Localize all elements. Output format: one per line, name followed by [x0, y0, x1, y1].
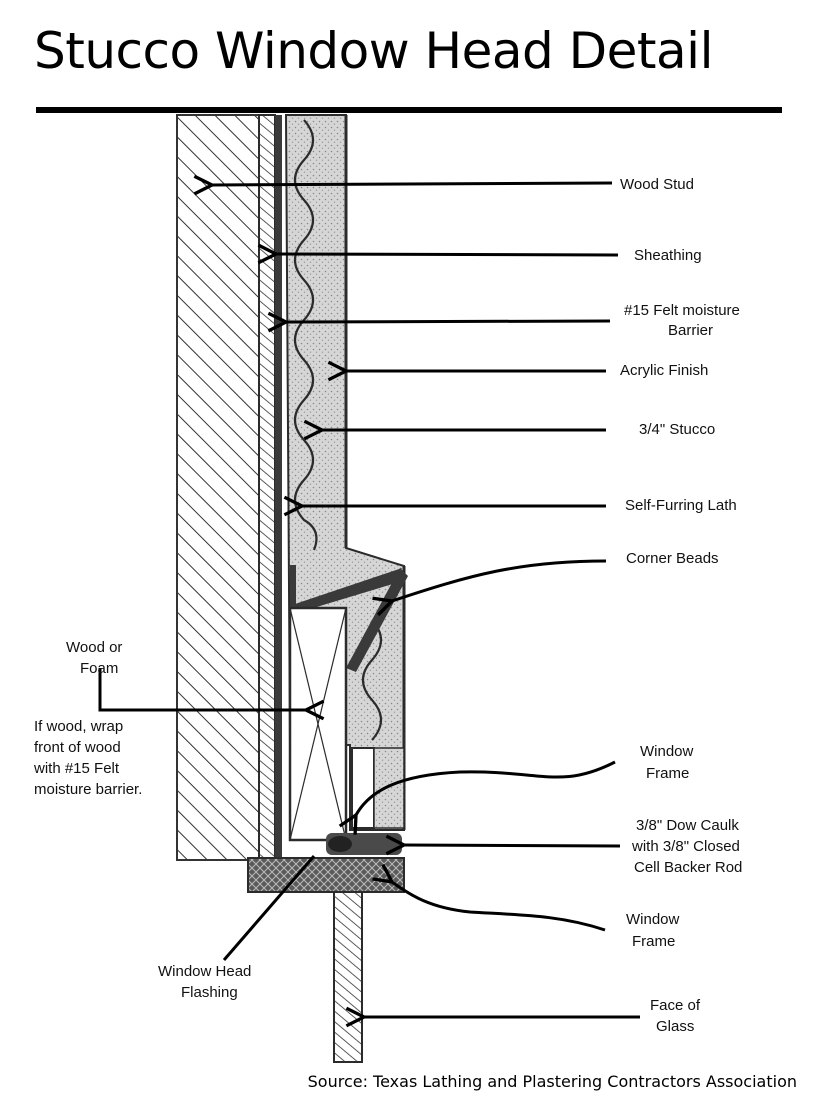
- leader-window-frame-b: [392, 882, 606, 932]
- label-stucco: 3/4" Stucco: [639, 421, 715, 438]
- leader-wood-foam: [98, 668, 306, 710]
- label-flashing-line1: Window Head: [158, 963, 251, 980]
- label-note-line3: with #15 Felt: [33, 760, 120, 777]
- label-caulk-line2: with 3/8" Closed: [631, 838, 740, 855]
- label-acrylic: Acrylic Finish: [620, 362, 708, 379]
- label-glass-line2: Glass: [656, 1018, 694, 1035]
- wood-foam-block: [288, 606, 348, 842]
- label-window-frame-b-line1: Window: [626, 911, 680, 928]
- label-glass-line1: Face of: [650, 997, 701, 1014]
- sheathing: [258, 114, 282, 861]
- label-felt-line2: Barrier: [668, 322, 713, 339]
- glass: [333, 891, 363, 1063]
- page-title: Stucco Window Head Detail: [34, 22, 713, 80]
- leader-wood-stud: [212, 183, 613, 185]
- self-furring-lath-wave: [293, 119, 318, 551]
- leader-flashing: [222, 855, 316, 961]
- title-divider: [36, 107, 782, 113]
- label-lath: Self-Furring Lath: [625, 497, 737, 514]
- label-flashing-line2: Flashing: [181, 984, 238, 1001]
- wood-stud: [176, 114, 260, 861]
- label-note-line4: moisture barrier.: [34, 781, 142, 798]
- corner-beads: [290, 565, 408, 672]
- leader-window-frame-a: [356, 760, 616, 815]
- leader-caulk: [404, 845, 621, 846]
- label-caulk-line1: 3/8" Dow Caulk: [636, 817, 739, 834]
- label-window-frame-a-line2: Frame: [646, 765, 689, 782]
- label-corner-beads: Corner Beads: [626, 550, 719, 567]
- window-head-flashing: [247, 857, 405, 893]
- label-sheathing: Sheathing: [634, 247, 702, 264]
- label-caulk-line3: Cell Backer Rod: [634, 859, 742, 876]
- source-credit: Source: Texas Lathing and Plastering Con…: [307, 1072, 797, 1091]
- label-note-line1: If wood, wrap: [34, 718, 123, 735]
- window-frame-upper: [351, 747, 405, 829]
- label-window-frame-b-line2: Frame: [632, 933, 675, 950]
- label-note-line2: front of wood: [34, 739, 121, 756]
- label-felt-line1: #15 Felt moisture: [624, 302, 740, 319]
- label-wood-foam-line2: Foam: [80, 660, 118, 677]
- leader-sheathing: [276, 254, 619, 255]
- leader-lines: [98, 183, 640, 1017]
- caulk-backer-rod: [326, 833, 402, 855]
- label-wood-foam-line1: Wood or: [66, 639, 122, 656]
- label-window-frame-a-line1: Window: [640, 743, 694, 760]
- label-wood-stud: Wood Stud: [620, 176, 694, 193]
- leader-corner-beads: [392, 559, 607, 601]
- leader-felt: [286, 321, 611, 322]
